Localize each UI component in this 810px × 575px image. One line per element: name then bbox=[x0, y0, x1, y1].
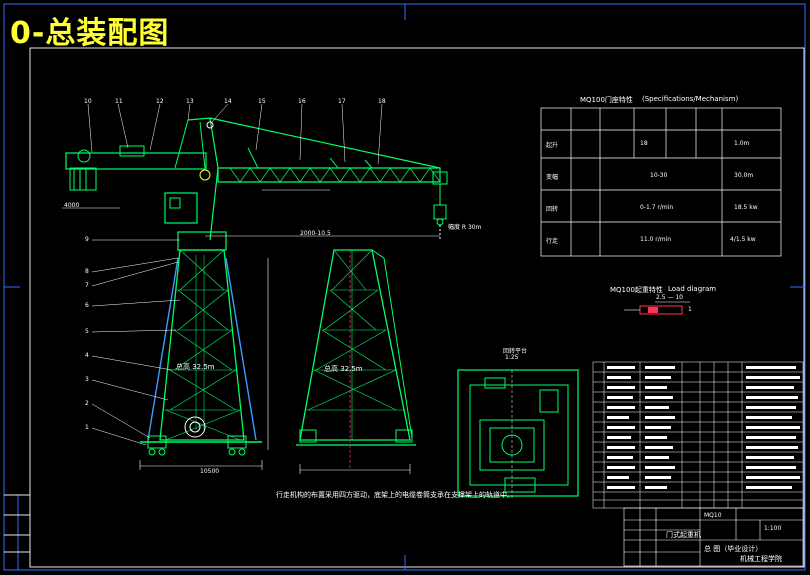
callout-7: 7 bbox=[85, 282, 89, 289]
callout-4: 4 bbox=[85, 352, 89, 359]
drawing-title: 0-总装配图 bbox=[10, 16, 170, 51]
spec-row-value: 0-1.7 r/min bbox=[640, 204, 674, 211]
callout-10: 10 bbox=[84, 98, 92, 105]
spec-row-name: 变幅 bbox=[546, 174, 559, 181]
title-block bbox=[623, 507, 804, 567]
spec-row-name: 起升 bbox=[546, 142, 559, 149]
platform-plan bbox=[457, 369, 579, 500]
callout-16: 16 bbox=[298, 98, 306, 105]
spec-table-grid bbox=[540, 107, 782, 257]
spec-row-speed: 30.0m bbox=[734, 172, 754, 179]
counterweight-label: 4000 bbox=[64, 202, 80, 209]
callout-17: 17 bbox=[338, 98, 346, 105]
callout-9: 9 bbox=[85, 236, 89, 243]
company-name: 总 图（毕业设计） bbox=[704, 545, 763, 553]
org-name: 机械工程学院 bbox=[740, 555, 782, 563]
height-label-right: 总高 32.5m bbox=[324, 365, 363, 373]
parts-list bbox=[592, 361, 804, 509]
callout-18: 18 bbox=[378, 98, 386, 105]
spec-row-value: 11.0 r/min bbox=[640, 236, 672, 243]
callout-12: 12 bbox=[156, 98, 164, 105]
height-label-left: 总高 32.5m bbox=[176, 363, 215, 371]
callout-5: 5 bbox=[85, 328, 89, 335]
span-label: 2000-10.5 bbox=[300, 230, 331, 237]
callout-3: 3 bbox=[85, 376, 89, 383]
load-diagram-heading-en: Load diagram bbox=[668, 285, 717, 293]
platform-title: 回转平台 bbox=[503, 348, 528, 355]
spec-row-speed: 18.5 kw bbox=[734, 204, 758, 211]
drawing-code: MQ10 bbox=[704, 512, 722, 519]
drawing-scale: 1:100 bbox=[764, 525, 782, 532]
load-marker: 1 bbox=[688, 306, 692, 313]
spec-row-value: 10-30 bbox=[650, 172, 668, 179]
platform-scale: 1:25 bbox=[505, 354, 519, 361]
spec-row-speed: 4/1.5 kw bbox=[730, 236, 756, 243]
callout-15: 15 bbox=[258, 98, 266, 105]
callout-8: 8 bbox=[85, 268, 89, 275]
spec-table-heading: MQ100门座特性 bbox=[580, 96, 633, 104]
radius-label: 幅度 R 30m bbox=[448, 224, 482, 231]
callout-6: 6 bbox=[85, 302, 89, 309]
load-scale: 2.5 — 10 bbox=[656, 294, 683, 301]
inner-frame bbox=[29, 47, 805, 568]
callout-1: 1 bbox=[85, 424, 89, 431]
callout-11: 11 bbox=[115, 98, 123, 105]
drawing-name: 门式起重机 bbox=[666, 531, 701, 539]
spec-row-value: 18 bbox=[640, 140, 648, 147]
part-text-bars bbox=[607, 366, 800, 489]
spec-row-name: 行走 bbox=[546, 238, 559, 245]
load-diagram-heading: MQ100起重特性 bbox=[610, 286, 663, 294]
crane-elevation bbox=[62, 103, 448, 470]
crane-side-view bbox=[296, 249, 416, 474]
spec-row-name: 回转 bbox=[546, 206, 559, 213]
callout-13: 13 bbox=[186, 98, 194, 105]
callout-2: 2 bbox=[85, 400, 89, 407]
spec-table-heading-en: (Specifications/Mechanism) bbox=[642, 95, 739, 103]
callout-14: 14 bbox=[224, 98, 232, 105]
base-dimension: 10500 bbox=[200, 468, 220, 475]
drawing-note: 行走机构的布置采用四方驱动，底架上的电缆卷筒支承在支撑架上的轨道中。 bbox=[276, 491, 514, 499]
load-diagram bbox=[624, 301, 690, 315]
spec-row-speed: 1.0m bbox=[734, 140, 750, 147]
